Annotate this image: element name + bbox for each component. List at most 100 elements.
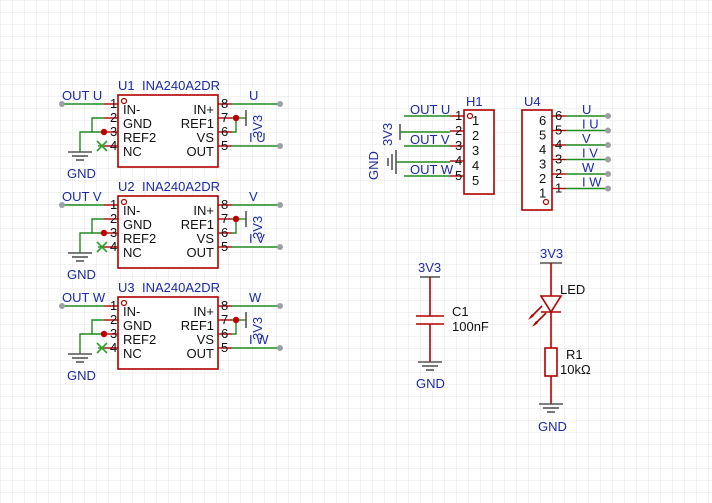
wire-endpoint[interactable] (277, 101, 283, 107)
gnd-wire[interactable] (91, 117, 104, 133)
r1-gnd-label: GND (538, 419, 567, 434)
pin-number: 2 (110, 211, 117, 226)
gnd-wire[interactable] (79, 131, 92, 152)
wire-endpoint[interactable] (605, 185, 611, 192)
pin-name: IN- (123, 102, 140, 117)
u4-net-label: W (582, 160, 595, 175)
net-label-iout: I V (249, 231, 265, 246)
pin-number: 4 (110, 340, 117, 355)
pin-name: OUT (187, 245, 215, 260)
pin-name: VS (197, 231, 215, 246)
pin-number: 5 (221, 239, 228, 254)
pin1-marker (542, 198, 550, 206)
u4-net-label: U (582, 102, 591, 117)
junction-dot (100, 229, 108, 237)
ina-ref: U1 (118, 78, 135, 93)
led-diode-icon (539, 295, 563, 314)
junction-dot (232, 215, 240, 223)
wire-endpoint[interactable] (277, 244, 283, 250)
wire-endpoint[interactable] (277, 202, 283, 208)
pin-name: IN- (123, 203, 140, 218)
pin-name: NC (123, 346, 142, 361)
u4-net-label: I V (582, 146, 598, 161)
h1-pin-number: 3 (455, 138, 462, 153)
pin-name: IN- (123, 304, 140, 319)
wire-endpoint[interactable] (59, 101, 65, 107)
h1-pin-label: 1 (472, 113, 479, 128)
net-label-in: OUT V (62, 189, 102, 204)
h1-body[interactable] (463, 109, 495, 195)
u4-pin-label: 6 (539, 113, 546, 128)
pin-number: 5 (221, 138, 228, 153)
net-label-in: OUT U (62, 88, 102, 103)
wire-endpoint[interactable] (605, 142, 611, 148)
ina240-block-u3[interactable]: U3 INA240A2DR 1 2 3 4 IN- GND REF2 NC 8 … (59, 280, 283, 383)
junction-dot (100, 128, 108, 136)
pin-name: REF2 (123, 332, 156, 347)
h1-pin-label: 5 (472, 173, 479, 188)
power-label-3v3: 3V3 (250, 317, 265, 340)
pin-name: REF2 (123, 130, 156, 145)
pin-number: 1 (110, 298, 117, 313)
gnd-label: GND (67, 166, 96, 181)
resistor-r1[interactable]: GND R1 10kΩ (538, 347, 591, 434)
wire-endpoint[interactable] (59, 202, 65, 208)
h1-pin-label: 4 (472, 158, 479, 173)
wire-endpoint[interactable] (605, 171, 611, 177)
ina240-block-u1[interactable]: U1 INA240A2DR 1 2 3 4 IN- GND REF2 NC 8 … (59, 78, 283, 181)
ground-symbol (387, 150, 397, 174)
h1-net-label: OUT U (410, 102, 450, 117)
gnd-label: GND (67, 368, 96, 383)
pin-name: NC (123, 245, 142, 260)
r1-value: 10kΩ (560, 362, 591, 377)
h1-ref: H1 (466, 94, 483, 109)
pin-number: 4 (110, 239, 117, 254)
wire-endpoint[interactable] (277, 303, 283, 309)
u4-body[interactable] (521, 109, 553, 211)
pin-name: GND (123, 318, 152, 333)
pin1-marker (466, 112, 474, 120)
wire-endpoint[interactable] (605, 156, 611, 163)
net-label-vout: W (249, 290, 262, 305)
led-emission-arrows-icon (528, 305, 547, 327)
capacitor-c1[interactable]: 3V3 GND C1 100nF (416, 260, 489, 391)
power-label-3v3: 3V3 (250, 115, 265, 138)
no-connect-icon (96, 241, 108, 253)
gnd-wire[interactable] (91, 319, 104, 335)
pin-name: GND (123, 217, 152, 232)
ina240-block-u2[interactable]: U2 INA240A2DR 1 2 3 4 IN- GND REF2 NC 8 … (59, 179, 283, 282)
h1-pin-label: 3 (472, 143, 479, 158)
pin-number: 2 (110, 312, 117, 327)
ground-symbol (418, 361, 442, 371)
h1-pin-number: 5 (455, 168, 462, 183)
pin-name: OUT (187, 144, 215, 159)
c1-value: 100nF (452, 319, 489, 334)
h1-power-label: 3V3 (380, 123, 395, 146)
led-indicator[interactable]: 3V3 LED (528, 246, 585, 348)
wire-endpoint[interactable] (277, 143, 283, 149)
gnd-wire[interactable] (79, 232, 92, 253)
pin-number: 2 (110, 110, 117, 125)
wire-endpoint[interactable] (277, 345, 283, 351)
gnd-wire[interactable] (79, 333, 92, 354)
r1-ref: R1 (566, 347, 583, 362)
gnd-wire[interactable] (91, 218, 104, 234)
net-label-vout: U (249, 88, 258, 103)
pin-number: 6 (221, 326, 228, 341)
pin1-marker (120, 97, 128, 105)
wire-endpoint[interactable] (605, 113, 611, 119)
ina-body[interactable] (117, 296, 219, 370)
pin-number: 7 (221, 110, 228, 125)
pin-number: 8 (221, 96, 228, 111)
ina-body[interactable] (117, 94, 219, 168)
net-label-iout: I W (249, 332, 269, 347)
ina-body[interactable] (117, 195, 219, 269)
junction-dot (100, 330, 108, 338)
wire-endpoint[interactable] (59, 303, 65, 309)
wire-endpoint[interactable] (605, 127, 611, 134)
ina240-blocks: U1 INA240A2DR 1 2 3 4 IN- GND REF2 NC 8 … (59, 78, 283, 383)
pin-name: VS (197, 332, 215, 347)
